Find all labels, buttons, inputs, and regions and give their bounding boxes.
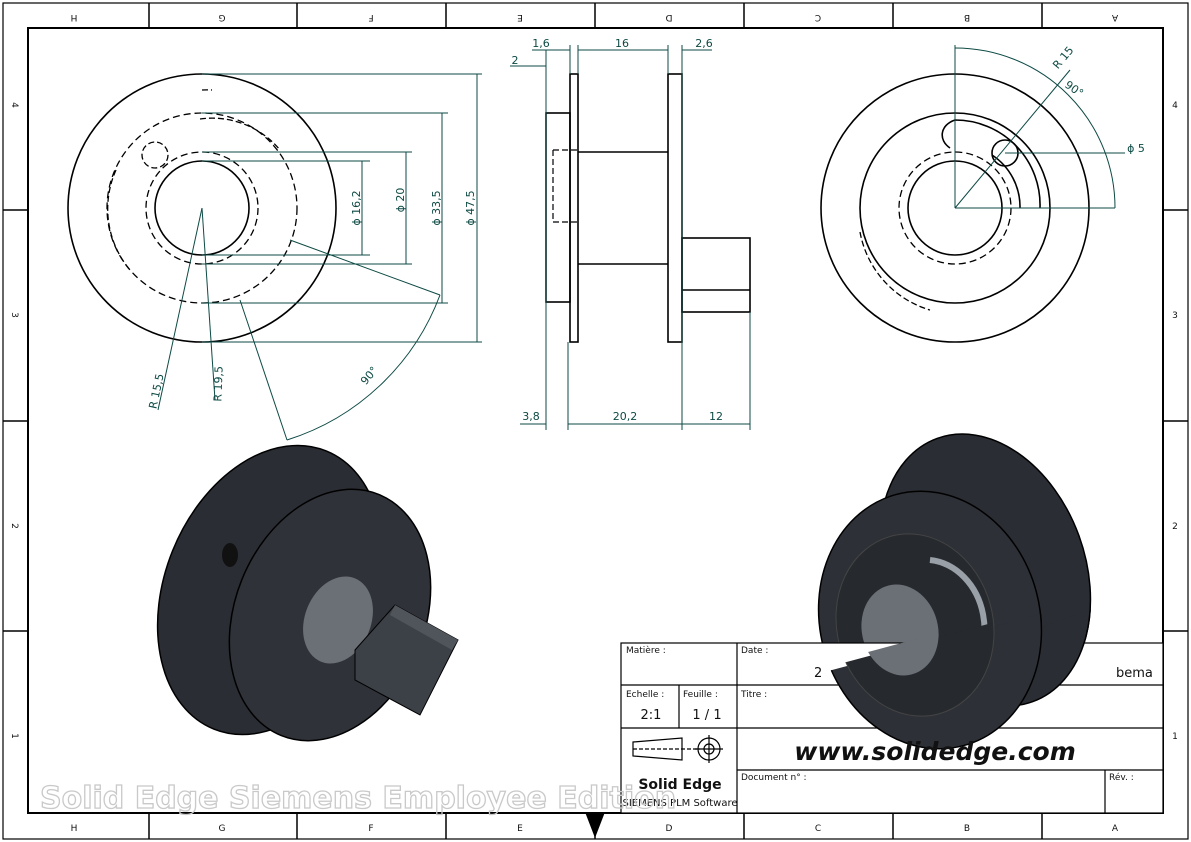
dim-angle-left: 90°	[358, 364, 380, 387]
zone-right-2: 2	[1172, 522, 1178, 532]
material-label: Matière :	[626, 645, 666, 656]
scale-label: Echelle :	[626, 690, 664, 700]
side-view	[545, 73, 751, 343]
date-value: 2	[814, 666, 822, 681]
zone-top-d: D	[665, 12, 672, 22]
zone-bottom-b: B	[964, 824, 970, 834]
dim-dia-20: ϕ 20	[394, 188, 407, 213]
front-view-left-dims	[157, 73, 482, 441]
brand-name: Solid Edge	[638, 777, 721, 793]
zone-bottom-d: D	[666, 824, 673, 834]
website-url: www.solidedge.com	[794, 737, 1076, 766]
dim-dia-33-5: ϕ 33,5	[430, 190, 443, 225]
side-view-dims	[510, 45, 751, 430]
title-block-text: Matière : Date : 2 bema Echelle : 2:1 Fe…	[622, 645, 1152, 809]
dim-r-19-5: R 19,5	[211, 366, 225, 402]
centering-mark	[585, 812, 605, 838]
dim-16: 16	[615, 37, 629, 50]
zone-bottom-g: G	[219, 824, 226, 834]
document-label: Document n° :	[741, 773, 807, 783]
sheet-value: 1 / 1	[692, 708, 721, 723]
zone-left-3: 3	[9, 312, 19, 318]
watermark-text: Solid Edge Siemens Employee Edition	[40, 781, 676, 816]
zone-bottom-a: A	[1112, 824, 1119, 834]
date-label: Date :	[741, 646, 768, 656]
revision-label: Rév. :	[1109, 772, 1134, 783]
zone-labels-top: H G F E D C B A	[71, 12, 1118, 22]
zone-labels-bottom: H G F E D C B A	[71, 824, 1119, 834]
zone-top-e: E	[517, 12, 523, 22]
zone-top-f: F	[368, 12, 373, 22]
dim-angle-right: 90°	[1062, 78, 1085, 100]
zone-top-b: B	[964, 12, 970, 22]
dim-2: 2	[512, 54, 519, 67]
title-label: Titre :	[740, 690, 767, 700]
dim-dia-5: ϕ 5	[1127, 142, 1145, 155]
zone-bottom-e: E	[517, 824, 523, 834]
dim-2-6: 2,6	[695, 37, 713, 50]
brand-subtitle: SIEMENS PLM Software	[622, 798, 737, 809]
isometric-render-left	[156, 444, 459, 742]
dim-dia-47-5: ϕ 47,5	[464, 190, 477, 225]
zone-top-a: A	[1111, 12, 1118, 22]
dim-1-6: 1,6	[532, 37, 550, 50]
side-view-dim-text: 1,6 16 2,6 2 3,8 20,2 12	[512, 37, 724, 423]
zone-bottom-f: F	[368, 824, 373, 834]
front-view-right-dim-text: R 15 90° ϕ 5	[1050, 44, 1145, 155]
dim-r-15-5: R 15,5	[147, 372, 167, 410]
dim-dia-16-2: ϕ 16,2	[350, 190, 363, 225]
zone-top-c: C	[815, 12, 821, 22]
author-value: bema	[1116, 666, 1153, 681]
zone-right-3: 3	[1172, 311, 1178, 321]
zone-left-2: 2	[9, 523, 19, 529]
zone-top-g: G	[218, 12, 225, 22]
front-view-left-dim-text: ϕ 16,2 ϕ 20 ϕ 33,5 ϕ 47,5 R 15,5 R 19,5 …	[147, 188, 477, 410]
dim-3-8: 3,8	[522, 410, 540, 423]
zone-right-4: 4	[1172, 101, 1178, 111]
front-view-right-dims	[954, 45, 1125, 209]
dim-12: 12	[709, 410, 723, 423]
zone-left-1: 1	[9, 733, 19, 739]
zone-bottom-c: C	[815, 824, 821, 834]
zone-labels-right: 4 3 2 1	[1172, 101, 1178, 742]
zone-labels-left: 4 3 2 1	[9, 102, 19, 739]
dim-r-15: R 15	[1050, 44, 1076, 72]
zone-bottom-h: H	[71, 824, 78, 834]
scale-value: 2:1	[641, 708, 662, 723]
dim-20-2: 20,2	[613, 410, 638, 423]
zone-top-h: H	[71, 12, 78, 22]
sheet-label: Feuille :	[683, 690, 718, 700]
zone-right-1: 1	[1172, 732, 1178, 742]
zone-left-4: 4	[9, 102, 19, 108]
